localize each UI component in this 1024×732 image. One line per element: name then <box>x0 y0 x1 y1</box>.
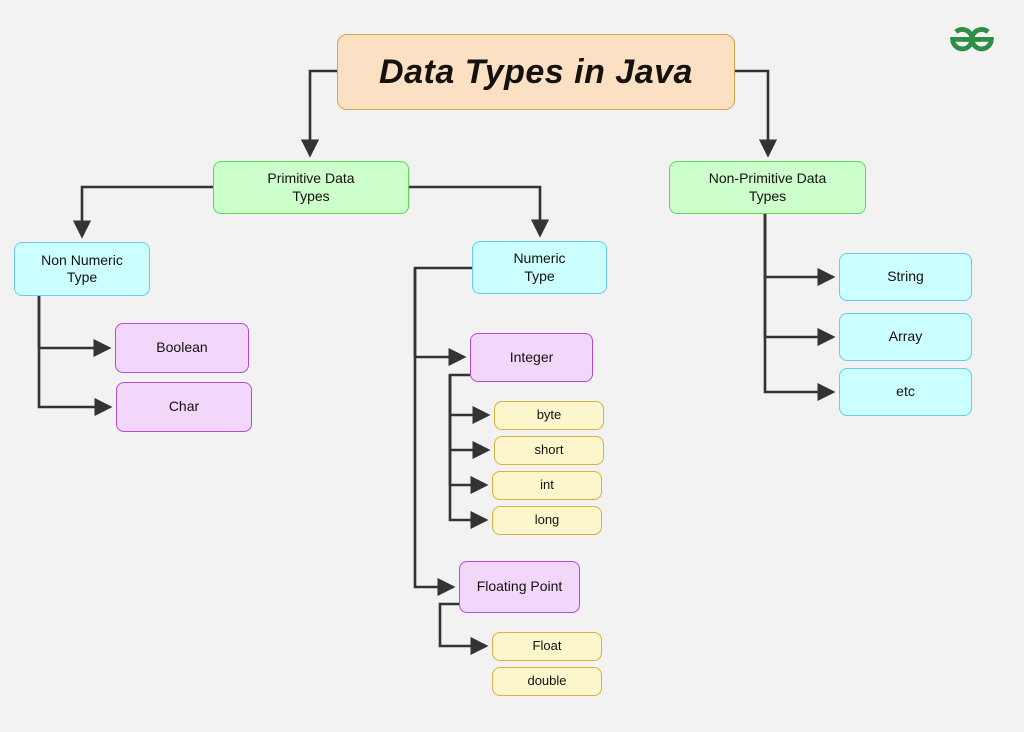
connector-primitive-to-nonnumeric <box>72 185 213 239</box>
node-floatingpoint[interactable]: Floating Point <box>459 561 580 613</box>
node-short[interactable]: short <box>494 436 604 465</box>
node-label-char: Char <box>168 398 200 415</box>
connector-integer-to-short <box>448 375 491 460</box>
connector-title-to-primitive <box>300 69 337 158</box>
node-label-etc: etc <box>896 383 915 400</box>
connector-title-to-nonprimitive <box>735 69 778 158</box>
node-nonprimitive[interactable]: Non-Primitive Data Types <box>669 161 866 214</box>
node-label-long: long <box>534 512 560 528</box>
geeksforgeeks-logo <box>950 20 994 69</box>
connector-primitive-to-numeric <box>409 185 550 238</box>
connector-nonprimitive-to-string <box>763 214 836 287</box>
node-int[interactable]: int <box>492 471 602 500</box>
node-label-numeric: Numeric Type <box>513 250 566 284</box>
node-nonnumeric[interactable]: Non Numeric Type <box>14 242 150 296</box>
node-label-string: String <box>887 268 924 285</box>
node-label-double: double <box>527 673 567 689</box>
node-title[interactable]: Data Types in Java <box>337 34 735 110</box>
node-label-float: Float <box>532 638 562 654</box>
node-label-short: short <box>534 442 564 458</box>
node-label-int: int <box>540 477 554 493</box>
node-label-array: Array <box>888 328 923 345</box>
node-label-integer: Integer <box>509 348 554 365</box>
node-array[interactable]: Array <box>839 313 972 361</box>
node-float[interactable]: Float <box>492 632 602 661</box>
connector-integer-to-long <box>448 375 489 530</box>
connector-numeric-to-floatingpoint <box>413 268 456 597</box>
connector-nonprimitive-to-etc <box>763 214 836 402</box>
node-numeric[interactable]: Numeric Type <box>472 241 607 294</box>
node-string[interactable]: String <box>839 253 972 301</box>
connector-integer-to-int <box>448 375 489 495</box>
node-label-boolean: Boolean <box>156 339 208 356</box>
node-label-primitive: Primitive Data Types <box>267 170 355 204</box>
node-boolean[interactable]: Boolean <box>115 323 249 373</box>
node-double[interactable]: double <box>492 667 602 696</box>
node-label-nonnumeric: Non Numeric Type <box>41 251 123 286</box>
node-etc[interactable]: etc <box>839 368 972 416</box>
node-char[interactable]: Char <box>116 382 252 432</box>
connector-nonprimitive-to-array <box>763 214 836 347</box>
node-byte[interactable]: byte <box>494 401 604 430</box>
connector-nonnumeric-to-char <box>37 296 113 417</box>
node-label-byte: byte <box>536 407 562 423</box>
node-label-nonprimitive: Non-Primitive Data Types <box>708 170 827 204</box>
node-label-title: Data Types in Java <box>379 52 693 91</box>
node-long[interactable]: long <box>492 506 602 535</box>
connector-numeric-to-integer <box>413 266 472 367</box>
connector-nonnumeric-to-boolean <box>37 296 112 358</box>
node-integer[interactable]: Integer <box>470 333 593 382</box>
node-primitive[interactable]: Primitive Data Types <box>213 161 409 214</box>
node-label-floatingpoint: Floating Point <box>476 578 563 595</box>
